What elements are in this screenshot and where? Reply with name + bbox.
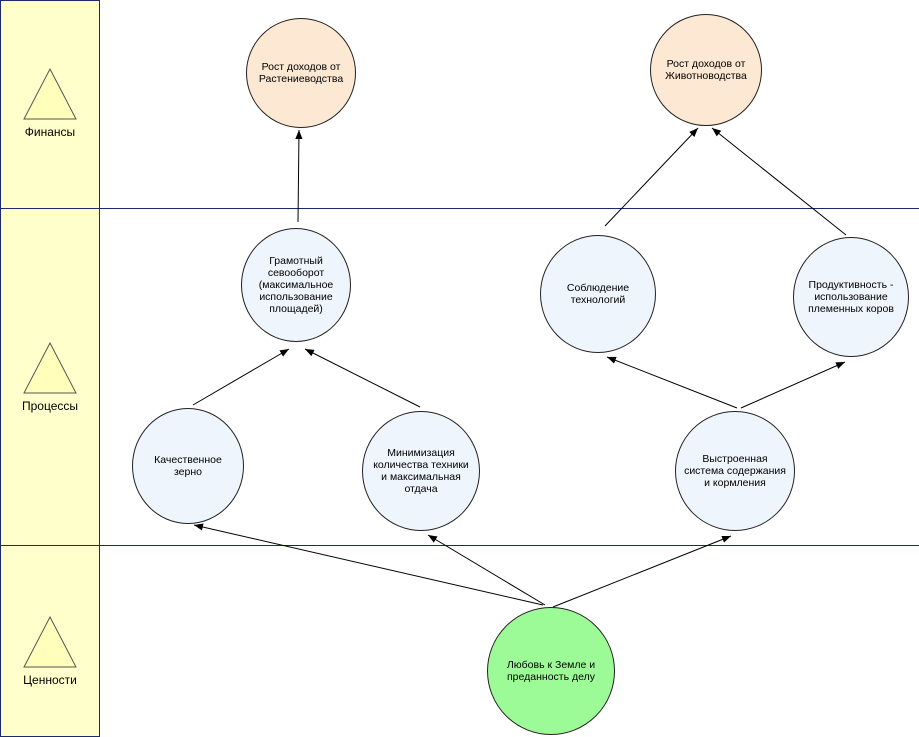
lane-label-finance: Финансы (24, 125, 76, 139)
node-crop-rotation-label: Грамотный севооборот (максимальное испол… (258, 255, 334, 315)
node-crop-revenue[interactable]: Рост доходов от Растениеводства (246, 18, 356, 128)
node-minimize-equipment-label: Минимизация количества техники и максима… (373, 447, 469, 495)
lane-label-processes: Процессы (21, 399, 78, 413)
node-crop-rotation[interactable]: Грамотный севооборот (максимальное испол… (241, 228, 351, 342)
node-housing-feeding-label: Выстроенная система содержания и кормлен… (684, 453, 786, 489)
node-technology[interactable]: Соблюдение технологий (540, 235, 656, 353)
node-livestock-revenue[interactable]: Рост доходов от Животноводства (650, 14, 762, 126)
edge-love-to-equipment (427, 534, 546, 606)
node-crop-revenue-label: Рост доходов от Растениеводства (258, 61, 344, 85)
values-triangle-icon (23, 616, 77, 668)
lane-separator-processes-values (100, 545, 919, 546)
edge-housing-to-productivity (740, 361, 846, 409)
edge-housing-to-technology (606, 356, 738, 409)
finance-triangle-icon (23, 68, 77, 120)
edge-rotation-to-crop-revenue (295, 129, 303, 223)
node-quality-grain[interactable]: Качественное зерно (132, 408, 244, 524)
node-productivity[interactable]: Продуктивность - использование племенных… (793, 237, 909, 357)
node-quality-grain-label: Качественное зерно (154, 454, 222, 478)
edge-love-to-housing (552, 535, 732, 608)
node-technology-label: Соблюдение технологий (566, 282, 630, 306)
node-love-land-label: Любовь к Земле и преданность делу (506, 659, 596, 683)
lane-label-values: Ценности (23, 673, 77, 687)
node-livestock-revenue-label: Рост доходов от Животноводства (665, 58, 747, 82)
node-love-land[interactable]: Любовь к Земле и преданность делу (487, 607, 615, 735)
edge-love-to-grain (193, 523, 544, 606)
processes-triangle-icon (23, 342, 77, 394)
node-housing-feeding[interactable]: Выстроенная система содержания и кормлен… (675, 411, 795, 531)
edge-productivity-to-livestock-revenue (711, 127, 847, 236)
edge-grain-to-rotation (192, 348, 290, 406)
lane-separator-finance-processes (100, 208, 919, 209)
edge-technology-to-livestock-revenue (604, 127, 699, 227)
edge-equipment-to-rotation (304, 348, 421, 408)
node-minimize-equipment[interactable]: Минимизация количества техники и максима… (362, 411, 480, 531)
node-productivity-label: Продуктивность - использование племенных… (808, 279, 894, 315)
